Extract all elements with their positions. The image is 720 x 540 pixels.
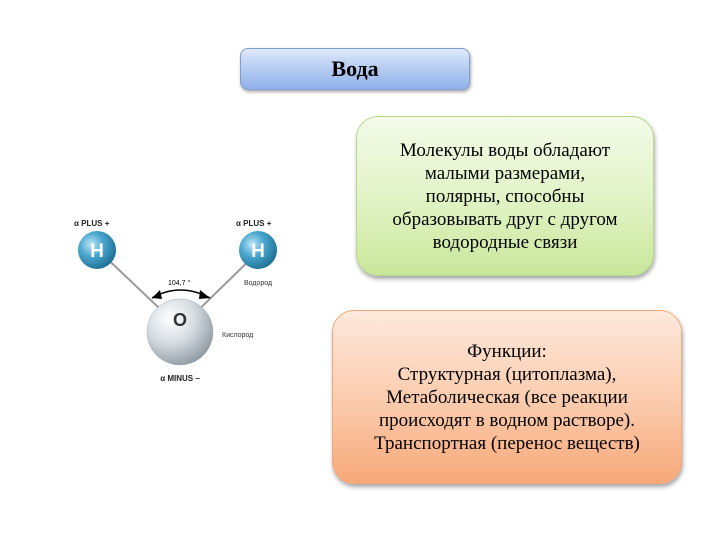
- left-hydrogen-atom: [78, 231, 116, 269]
- right-h-charge: α PLUS +: [236, 219, 272, 228]
- oxygen-label: Кислород: [222, 332, 253, 339]
- water-molecule-diagram: 104,7 ° α PLUS + H α PLUS + H Водород O …: [74, 219, 277, 383]
- angle-arrow-left: [152, 290, 162, 299]
- o-charge: α MINUS –: [160, 374, 200, 383]
- left-h-charge: α PLUS +: [74, 219, 110, 228]
- angle-arrow-right: [199, 290, 210, 299]
- right-h-symbol: H: [251, 241, 265, 262]
- properties-text: Молекулы воды обладают малыми размерами,…: [392, 139, 618, 253]
- hydrogen-label: Водород: [244, 280, 272, 287]
- oxygen-atom: [146, 298, 214, 366]
- left-h-symbol: H: [90, 241, 104, 262]
- functions-box: Функции: Структурная (цитоплазма), Метаб…: [332, 310, 682, 484]
- page-title: Вода: [331, 56, 379, 81]
- functions-text: Функции: Структурная (цитоплазма), Метаб…: [374, 340, 640, 454]
- angle-label: 104,7 °: [168, 279, 190, 287]
- right-hydrogen-atom: [239, 231, 277, 269]
- properties-box: Молекулы воды обладают малыми размерами,…: [356, 116, 654, 276]
- title-box: Вода: [240, 48, 470, 90]
- o-symbol: O: [173, 310, 187, 330]
